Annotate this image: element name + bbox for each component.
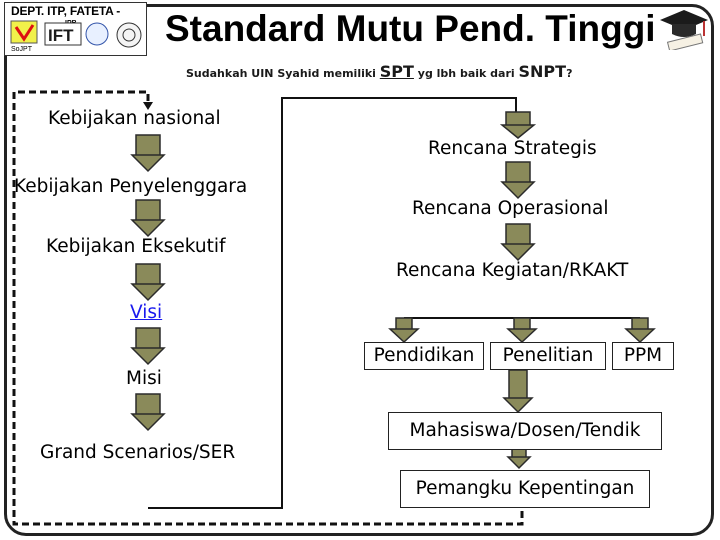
left-down-arrow-icon xyxy=(130,327,166,366)
branch-arrow-icon xyxy=(388,317,420,344)
box-ppm: PPM xyxy=(612,342,674,370)
left-down-arrow-icon xyxy=(130,199,166,238)
node-grand-scenarios: Grand Scenarios/SER xyxy=(40,442,236,463)
node-kebijakan-nasional: Kebijakan nasional xyxy=(48,108,221,129)
left-down-arrow-icon xyxy=(130,134,166,173)
feedback-arrowhead-icon xyxy=(143,102,153,110)
subtitle-part1: Sudahkah UIN Syahid memiliki xyxy=(186,67,380,80)
slide-frame xyxy=(4,4,714,536)
box-mahasiswa-dosen-tendik: Mahasiswa/Dosen/Tendik xyxy=(388,412,662,450)
subtitle-spt: SPT xyxy=(379,62,414,81)
branch-arrow-icon xyxy=(506,317,538,344)
left-right-connector-line xyxy=(148,97,517,509)
left-down-arrow-icon xyxy=(130,393,166,432)
down-arrow-icon xyxy=(502,369,534,414)
node-kebijakan-eksekutif: Kebijakan Eksekutif xyxy=(46,236,226,257)
box-pemangku-kepentingan: Pemangku Kepentingan xyxy=(400,470,650,508)
node-rencana-strategis: Rencana Strategis xyxy=(428,138,597,159)
page-title: Standard Mutu Pend. Tinggi xyxy=(165,8,656,49)
institution-logo: DEPT. ITP, FATETA - IPB IFT SoJPT xyxy=(4,2,147,56)
box-pendidikan: Pendidikan xyxy=(364,342,484,370)
dept-label: DEPT. ITP, FATETA - xyxy=(11,4,121,18)
svg-text:IFT: IFT xyxy=(48,26,74,45)
right-down-arrow-icon xyxy=(499,111,537,139)
feedback-dashed-line xyxy=(12,90,524,526)
right-down-arrow-icon xyxy=(500,161,536,200)
logo-emblems-icon: IFT xyxy=(10,20,142,48)
node-kebijakan-penyelenggara: Kebijakan Penyelenggara xyxy=(14,176,248,197)
right-down-arrow-icon xyxy=(500,223,536,262)
graduation-cap-icon xyxy=(660,10,708,50)
down-arrow-icon xyxy=(506,447,532,470)
subtitle: Sudahkah UIN Syahid memiliki SPT yg lbh … xyxy=(186,62,572,81)
box-penelitian: Penelitian xyxy=(490,342,606,370)
spt-label: SoJPT xyxy=(11,46,33,53)
subtitle-part3: ? xyxy=(566,67,573,80)
node-rencana-kegiatan: Rencana Kegiatan/RKAKT xyxy=(396,260,629,281)
left-down-arrow-icon xyxy=(130,263,166,302)
node-misi: Misi xyxy=(126,368,162,389)
branch-arrow-icon xyxy=(624,317,656,344)
subtitle-snpt: SNPT xyxy=(518,62,567,81)
subtitle-part2: yg lbh baik dari xyxy=(413,67,519,80)
node-rencana-operasional: Rencana Operasional xyxy=(412,198,609,219)
node-visi-link[interactable]: Visi xyxy=(130,302,163,323)
